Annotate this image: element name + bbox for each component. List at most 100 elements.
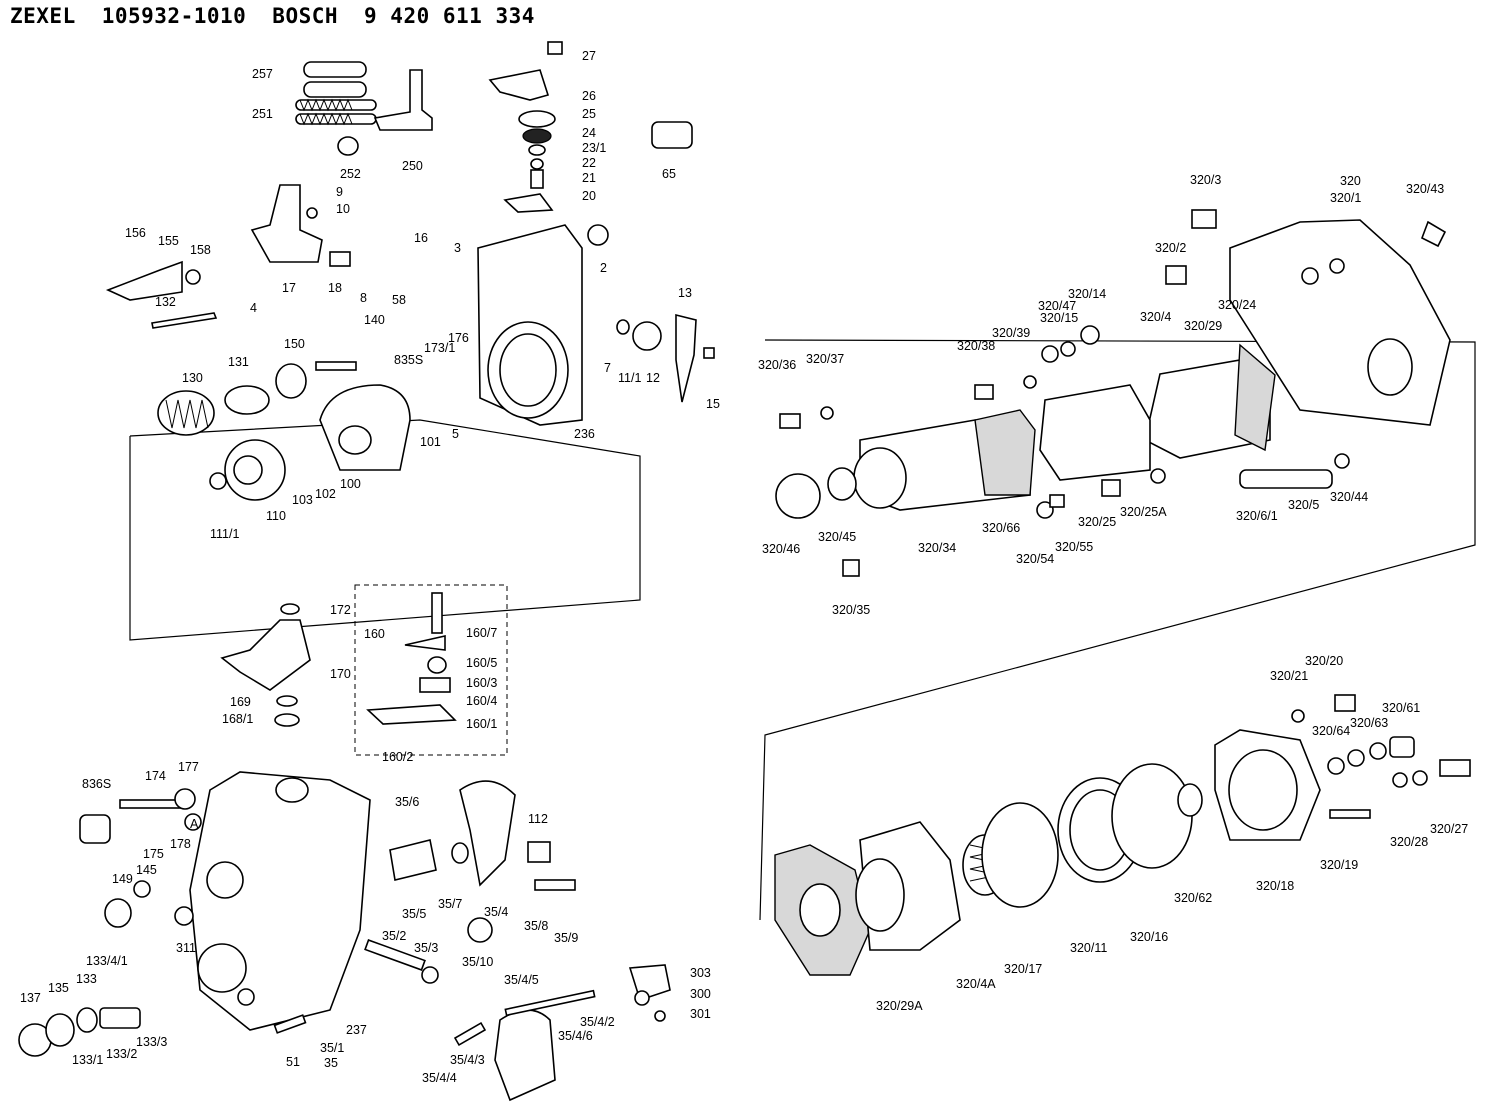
part-label-320-55: 320/55 [1055, 540, 1093, 554]
part-label-51: 51 [286, 1055, 300, 1069]
part-label-137: 137 [20, 991, 41, 1005]
part-label-133-2: 133/2 [106, 1047, 137, 1061]
part-label-320-2: 320/2 [1155, 241, 1186, 255]
part-label-27: 27 [582, 49, 596, 63]
part-label-133-1: 133/1 [72, 1053, 103, 1067]
part-label-65: 65 [662, 167, 676, 181]
part-label-35-9: 35/9 [554, 931, 578, 945]
part-label-175: 175 [143, 847, 164, 861]
part-label-320: 320 [1340, 174, 1361, 188]
part-label-131: 131 [228, 355, 249, 369]
part-label-132: 132 [155, 295, 176, 309]
part-label-320-14: 320/14 [1068, 287, 1106, 301]
part-label-320-62: 320/62 [1174, 891, 1212, 905]
part-label-35-4-4: 35/4/4 [422, 1071, 457, 1085]
part-label-835S: 835S [394, 353, 423, 367]
part-label-320-1: 320/1 [1330, 191, 1361, 205]
part-label-100: 100 [340, 477, 361, 491]
part-label-24: 24 [582, 126, 596, 140]
part-label-35-8: 35/8 [524, 919, 548, 933]
part-label-156: 156 [125, 226, 146, 240]
part-label-251: 251 [252, 107, 273, 121]
part-label-320-19: 320/19 [1320, 858, 1358, 872]
part-label-168-1: 168/1 [222, 712, 253, 726]
part-label-101: 101 [420, 435, 441, 449]
maker-zexel: ZEXEL [10, 4, 76, 28]
part-label-177: 177 [178, 760, 199, 774]
part-label-320-3: 320/3 [1190, 173, 1221, 187]
part-label-22: 22 [582, 156, 596, 170]
part-label-320-44: 320/44 [1330, 490, 1368, 504]
zexel-part-number: 105932-1010 [101, 4, 247, 28]
part-label-13: 13 [678, 286, 692, 300]
part-label-320-4A: 320/4A [956, 977, 996, 991]
bosch-part-number: 9 420 611 334 [364, 4, 535, 28]
part-label-112: 112 [528, 812, 548, 826]
part-label-23-1: 23/1 [582, 141, 606, 155]
part-label-320-36: 320/36 [758, 358, 796, 372]
part-label-320-4: 320/4 [1140, 310, 1171, 324]
part-label-7: 7 [604, 361, 611, 375]
part-label-320-35: 320/35 [832, 603, 870, 617]
part-label-5: 5 [452, 427, 459, 441]
part-label-320-25: 320/25 [1078, 515, 1116, 529]
part-label-12: 12 [646, 371, 660, 385]
part-label-133: 133 [76, 972, 97, 986]
part-label-35-7: 35/7 [438, 897, 462, 911]
part-label-172: 172 [330, 603, 351, 617]
maker-bosch: BOSCH [272, 4, 339, 28]
part-label-35: 35 [324, 1056, 338, 1070]
part-label-320-27: 320/27 [1430, 822, 1468, 836]
part-label-236: 236 [574, 427, 595, 441]
part-label-35-2: 35/2 [382, 929, 406, 943]
part-label-320-17: 320/17 [1004, 962, 1042, 976]
part-label-160-7: 160/7 [466, 626, 497, 640]
part-label-160-5: 160/5 [466, 656, 497, 670]
part-label-160-4: 160/4 [466, 694, 497, 708]
part-label-250: 250 [402, 159, 423, 173]
part-label-15: 15 [706, 397, 720, 411]
part-label-320-29A: 320/29A [876, 999, 923, 1013]
part-label-320-24: 320/24 [1218, 298, 1256, 312]
part-label-320-37: 320/37 [806, 352, 844, 366]
part-label-320-54: 320/54 [1016, 552, 1054, 566]
part-label-35-4-2: 35/4/2 [580, 1015, 615, 1029]
part-label-311: 311 [176, 941, 196, 955]
part-label-3: 3 [454, 241, 461, 255]
part-label-170: 170 [330, 667, 351, 681]
part-label-320-28: 320/28 [1390, 835, 1428, 849]
part-label-140: 140 [364, 313, 385, 327]
part-label-111-1: 111/1 [210, 527, 239, 541]
part-label-17: 17 [282, 281, 296, 295]
part-label-35-10: 35/10 [462, 955, 493, 969]
part-label-160-1: 160/1 [466, 717, 497, 731]
part-label-26: 26 [582, 89, 596, 103]
part-label-160-3: 160/3 [466, 676, 497, 690]
part-label-25: 25 [582, 107, 596, 121]
part-label-237: 237 [346, 1023, 367, 1037]
part-label-130: 130 [182, 371, 203, 385]
part-label-320-63: 320/63 [1350, 716, 1388, 730]
part-label-11-1: 11/1 [618, 371, 641, 385]
part-label-155: 155 [158, 234, 179, 248]
part-label-20: 20 [582, 189, 596, 203]
part-label-35-4: 35/4 [484, 905, 508, 919]
part-label-18: 18 [328, 281, 342, 295]
part-label-320-25A: 320/25A [1120, 505, 1167, 519]
part-label-320-6-1: 320/6/1 [1236, 509, 1278, 523]
part-label-320-39: 320/39 [992, 326, 1030, 340]
part-label-8: 8 [360, 291, 367, 305]
part-label-16: 16 [414, 231, 428, 245]
part-label-10: 10 [336, 202, 350, 216]
part-label-176: 176 [448, 331, 469, 345]
part-label-320-43: 320/43 [1406, 182, 1444, 196]
part-label-320-11: 320/11 [1070, 941, 1107, 955]
part-label-35-4-5: 35/4/5 [504, 973, 539, 987]
part-label-58: 58 [392, 293, 406, 307]
part-label-110: 110 [266, 509, 286, 523]
part-label-252: 252 [340, 167, 361, 181]
part-label-320-47: 320/47 [1038, 299, 1076, 313]
part-label-320-61: 320/61 [1382, 701, 1420, 715]
